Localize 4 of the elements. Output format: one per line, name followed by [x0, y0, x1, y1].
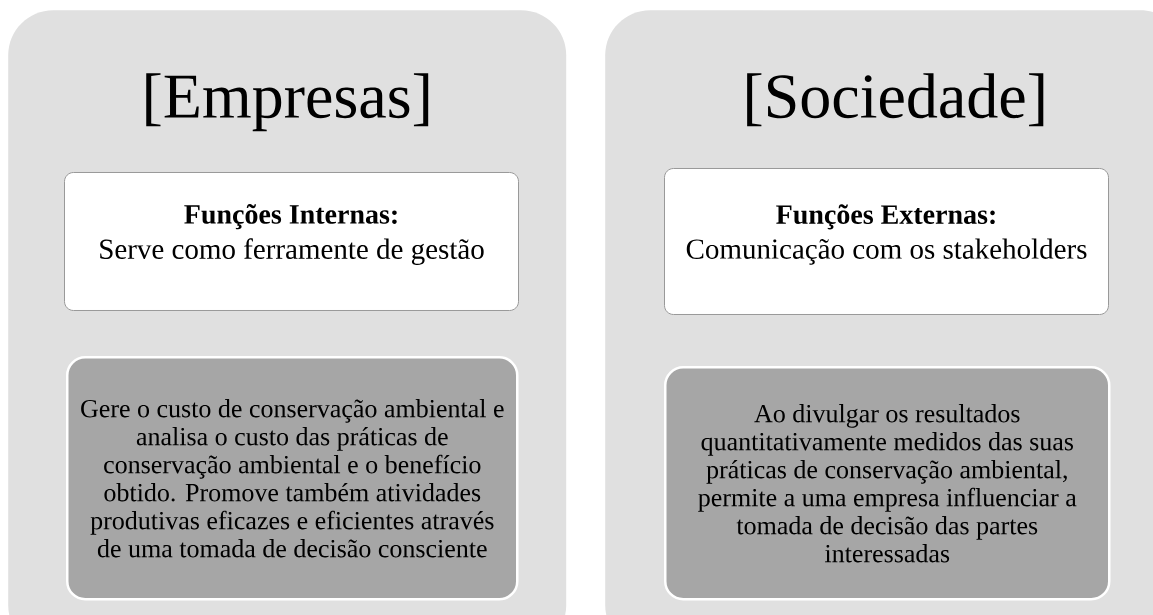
- description-box: Gere o custo de conservação ambiental e analisa o custo das práticas de conservação ambiental e o benefício obtido. Promove também atividades produtivas eficazes e eficientes através de uma tomada de decisão consciente: [66, 356, 519, 601]
- function-box: Funções Internas: Serve como ferramente de gestão: [64, 172, 519, 311]
- function-box: Funções Externas: Comunicação com os stakeholders: [664, 168, 1109, 315]
- description-box: Ao divulgar os resultados quantitativamente medidos das suas práticas de conservação ambiental, permite a uma empresa influenciar a tomada de decisão das partes interessadas: [664, 366, 1111, 601]
